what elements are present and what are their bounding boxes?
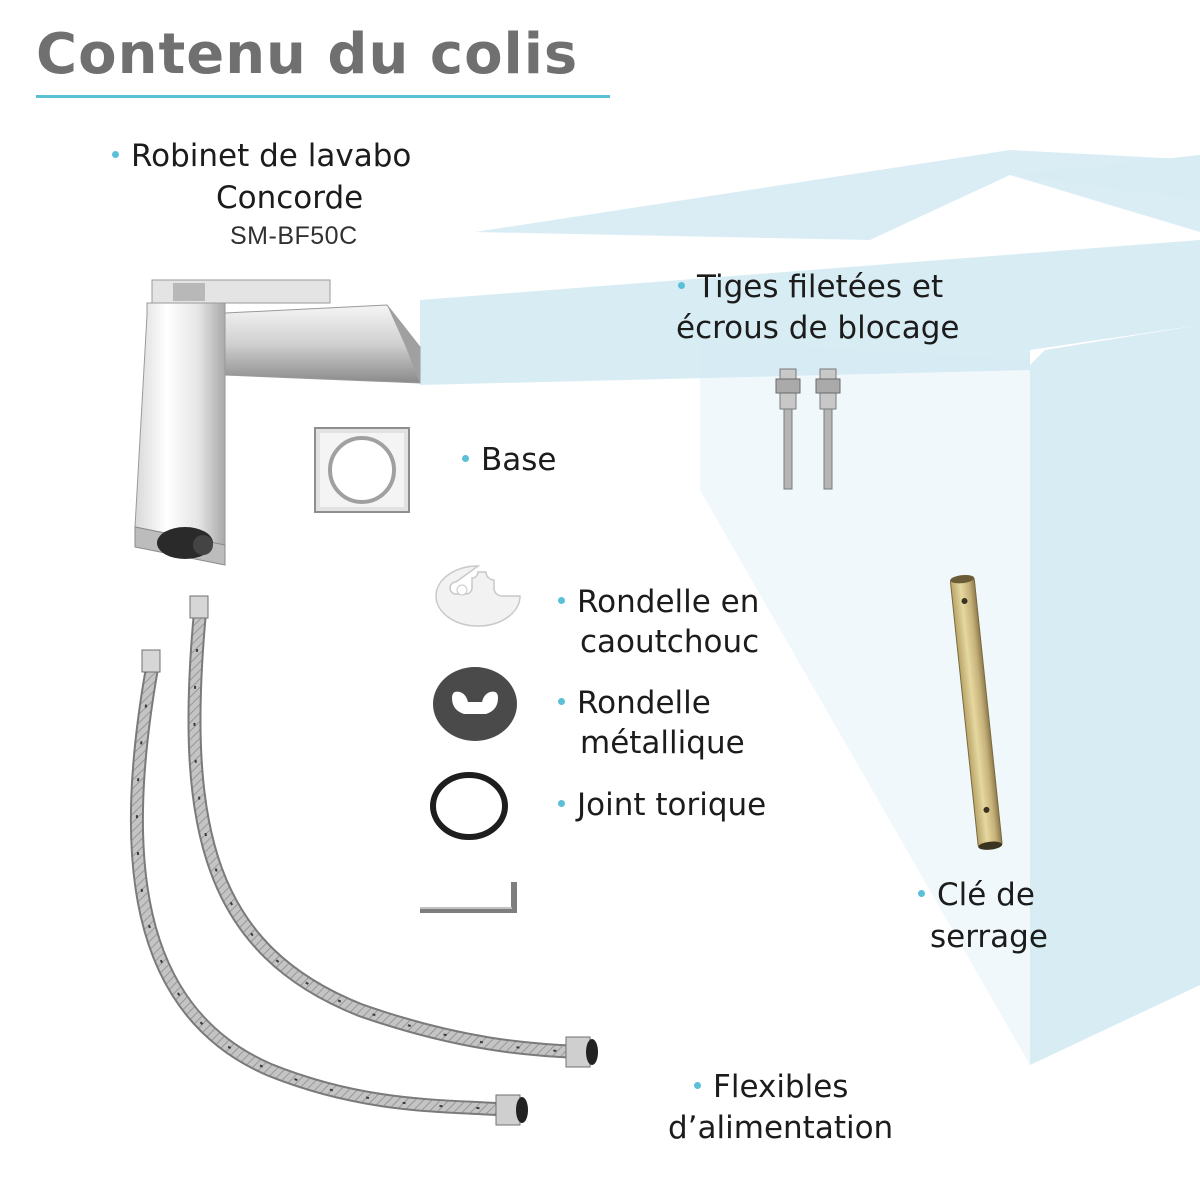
allen-key-icon [420, 882, 517, 913]
base-label: Base [462, 440, 557, 480]
wrench-label-line2: serrage [930, 919, 1048, 955]
rubber-washer-label-line2: caoutchouc [580, 624, 760, 660]
faucet-model: SM-BF50C [230, 222, 358, 250]
bullet-icon [558, 800, 565, 807]
rods-label: Tiges filetées et [678, 267, 943, 307]
rubber-washer-label: Rondelle en [558, 582, 759, 622]
metal-washer-label: Rondelle [558, 683, 711, 723]
o-ring-label-text: Joint torique [577, 787, 767, 823]
wrench-label-line1: Clé de [937, 877, 1035, 913]
rods-label-line1: Tiges filetées et [697, 269, 944, 305]
o-ring-icon [430, 772, 508, 840]
base-label-text: Base [481, 442, 557, 478]
hoses-label: Flexibles [694, 1067, 848, 1107]
metal-washer-icon [433, 667, 517, 741]
threaded-rods-icon [775, 368, 841, 490]
faucet-label: Robinet de lavabo [112, 136, 411, 176]
faucet-label-line2: Concorde [216, 180, 364, 216]
metal-washer-label-line2: métallique [580, 725, 745, 761]
bullet-icon [694, 1082, 701, 1089]
base-plate-icon [314, 427, 410, 513]
o-ring-label: Joint torique [558, 785, 766, 825]
metal-washer-label-line1: Rondelle [577, 685, 711, 721]
supply-hoses-icon [129, 595, 598, 1126]
bullet-icon [918, 890, 925, 897]
title-underline [36, 95, 610, 98]
hoses-label-line1: Flexibles [713, 1069, 849, 1105]
rods-label-line2: écrous de blocage [676, 310, 960, 346]
tube-wrench-icon [950, 574, 1003, 850]
bullet-icon [462, 455, 469, 462]
bullet-icon [112, 151, 119, 158]
hoses-label-line2: d’alimentation [668, 1110, 894, 1146]
faucet-label-line1: Robinet de lavabo [131, 138, 412, 174]
faucet-icon [134, 279, 421, 566]
rubber-washer-label-line1: Rondelle en [577, 584, 760, 620]
bullet-icon [678, 282, 685, 289]
bullet-icon [558, 698, 565, 705]
bullet-icon [558, 597, 565, 604]
rubber-washer-icon [435, 565, 521, 627]
wrench-label: Clé de [918, 875, 1035, 915]
page-title: Contenu du colis [36, 22, 579, 87]
